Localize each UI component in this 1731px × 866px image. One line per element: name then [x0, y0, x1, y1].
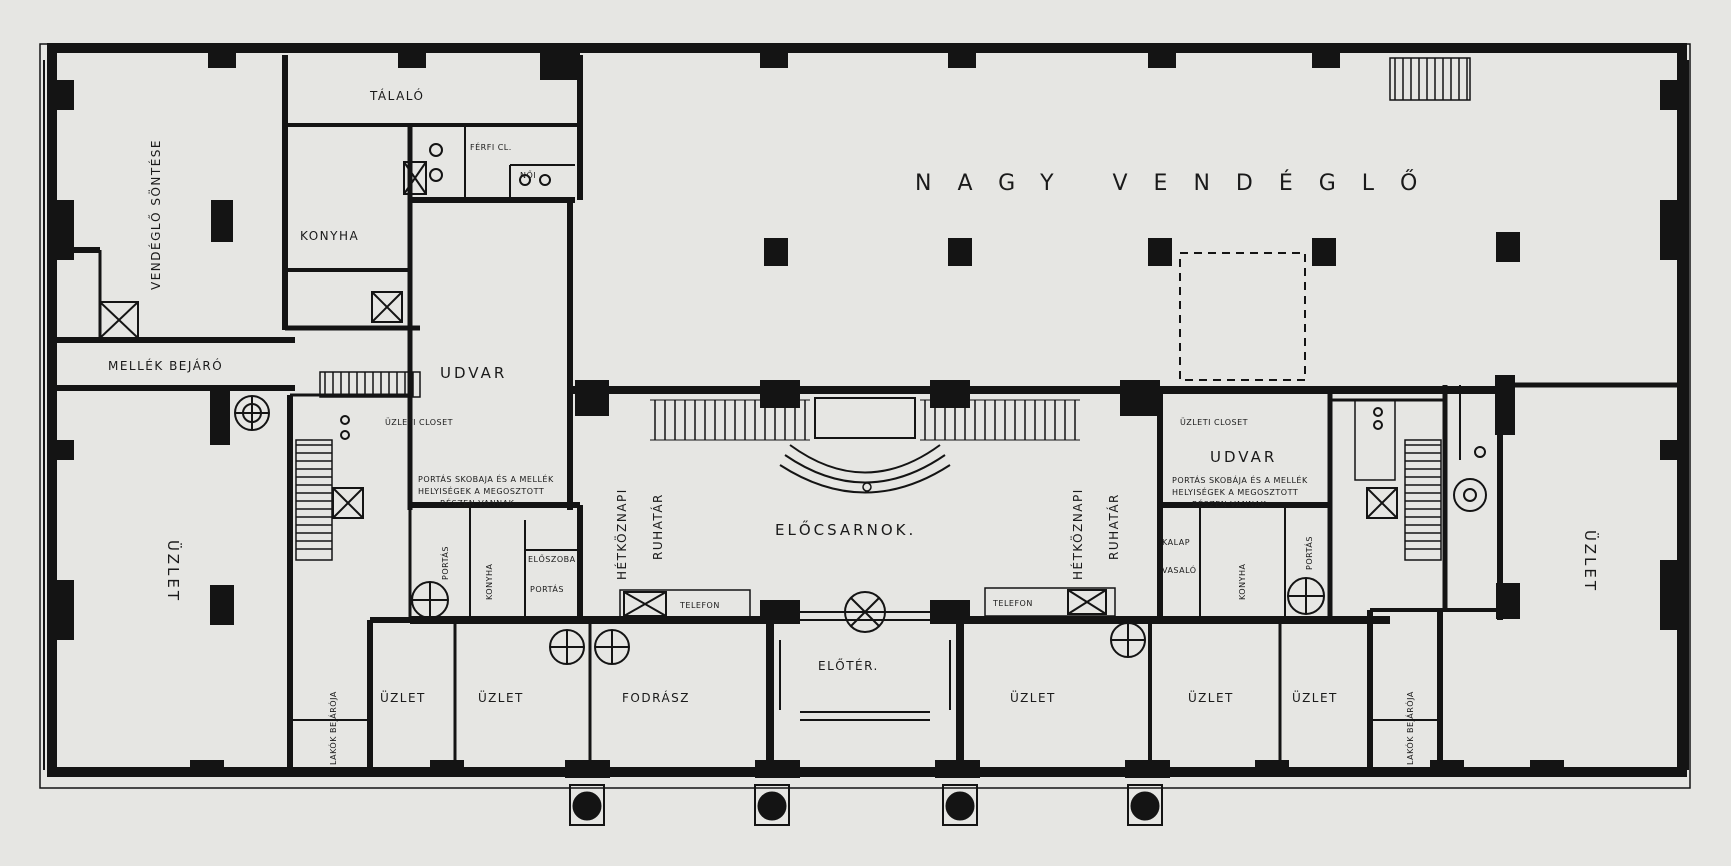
label-elocsarnok: ELŐCSARNOK.: [775, 519, 916, 539]
label-eloter: ELŐTÉR.: [818, 658, 879, 673]
label-ruhatar-left: RUHATÁR: [650, 493, 665, 560]
label-vasalo: VASALÓ: [1162, 564, 1197, 575]
label-konyha: KONYHA: [300, 229, 359, 243]
label-eloszoba: ELŐSZOBA: [528, 554, 576, 564]
label-hetkoznapi-right: HÉTKÖZNAPI: [1069, 488, 1085, 580]
label-konyha-small-left: KONYHA: [485, 564, 494, 600]
label-ferfi-cl: FÉRFI CL.: [470, 141, 512, 152]
label-udvar-right: UDVAR: [1210, 448, 1277, 466]
label-portas-note-left-3: RÉSZEN VANNAK: [440, 497, 515, 508]
label-kalap: KALAP: [1162, 538, 1190, 547]
label-uzlet-1: ÜZLET: [380, 689, 426, 705]
label-portas-note-left-1: PORTÁS SKOBAJA ÉS A MELLÉK: [418, 473, 554, 484]
label-ruhatar-right: RUHATÁR: [1106, 493, 1121, 560]
lift-shafts: [99, 161, 1398, 619]
label-nagy: NAGY VENDÉGLŐ: [915, 170, 1443, 196]
label-hetkoznapi-left: HÉTKÖZNAPI: [613, 488, 629, 580]
label-uzlet-right-big: ÜZLET: [1581, 530, 1600, 593]
label-lakok-bejaroja-left: LAKÓK BEJÁRÓJA: [327, 691, 338, 765]
label-uzlet-2: ÜZLET: [478, 689, 524, 705]
label-konyha-small-right: KONYHA: [1238, 564, 1247, 600]
label-uzlet-3: ÜZLET: [1010, 689, 1056, 705]
label-portas-small: PORTÁS: [530, 583, 564, 594]
label-uzleti-closet-left: ÜZLETI CLOSET: [385, 417, 453, 427]
outer-outline: [39, 43, 1691, 789]
label-uzlet-5: ÜZLET: [1292, 689, 1338, 705]
label-vendeglo-sontese: VENDÉGLŐ SÖNTÉSE: [147, 139, 163, 290]
exterior-columns: [569, 784, 1163, 826]
outer-wall: [47, 43, 1687, 777]
walls: [39, 43, 1691, 789]
label-telefon-left: TELEFON: [679, 601, 720, 610]
label-portas-left: PORTÁS: [439, 546, 450, 580]
grand-staircase: [650, 397, 1080, 494]
label-talalo: TÁLALÓ: [369, 88, 424, 103]
label-uzlet-4: ÜZLET: [1188, 689, 1234, 705]
label-lakok-bejaroja-right: LAKÓK BEJÁRÓJA: [1404, 691, 1415, 765]
label-portas-note-right-3: RÉSZEN VANNAK: [1192, 498, 1267, 509]
label-portas-note-right-2: HELYISÉGEK A MEGOSZTOTT: [1172, 486, 1298, 497]
label-portas-right: PORTÁS: [1303, 536, 1314, 570]
dashed-outline: [1179, 252, 1306, 381]
side-stairs: [295, 57, 1471, 561]
label-mellek-bejaro: MELLÉK BEJÁRÓ: [108, 358, 223, 373]
columns: [52, 50, 1682, 778]
room-labels: NAGY VENDÉGLŐ VENDÉGLŐ SÖNTÉSE TÁLALÓ FÉ…: [108, 88, 1600, 765]
circular-fixtures: [234, 143, 1487, 665]
label-noi: NŐI: [520, 170, 536, 180]
label-telefon-right: TELEFON: [992, 599, 1033, 608]
label-fodrasz: FODRÁSZ: [622, 690, 690, 705]
label-udvar-left: UDVAR: [440, 364, 507, 382]
label-portas-note-left-2: HELYISÉGEK A MEGOSZTOTT: [418, 485, 544, 496]
label-uzleti-closet-right: ÜZLETI CLOSET: [1180, 417, 1248, 427]
label-portas-note-right-1: PORTÁS SKOBÁJA ÉS A MELLÉK: [1172, 474, 1308, 485]
label-uzlet-left-big: ÜZLET: [164, 540, 183, 603]
